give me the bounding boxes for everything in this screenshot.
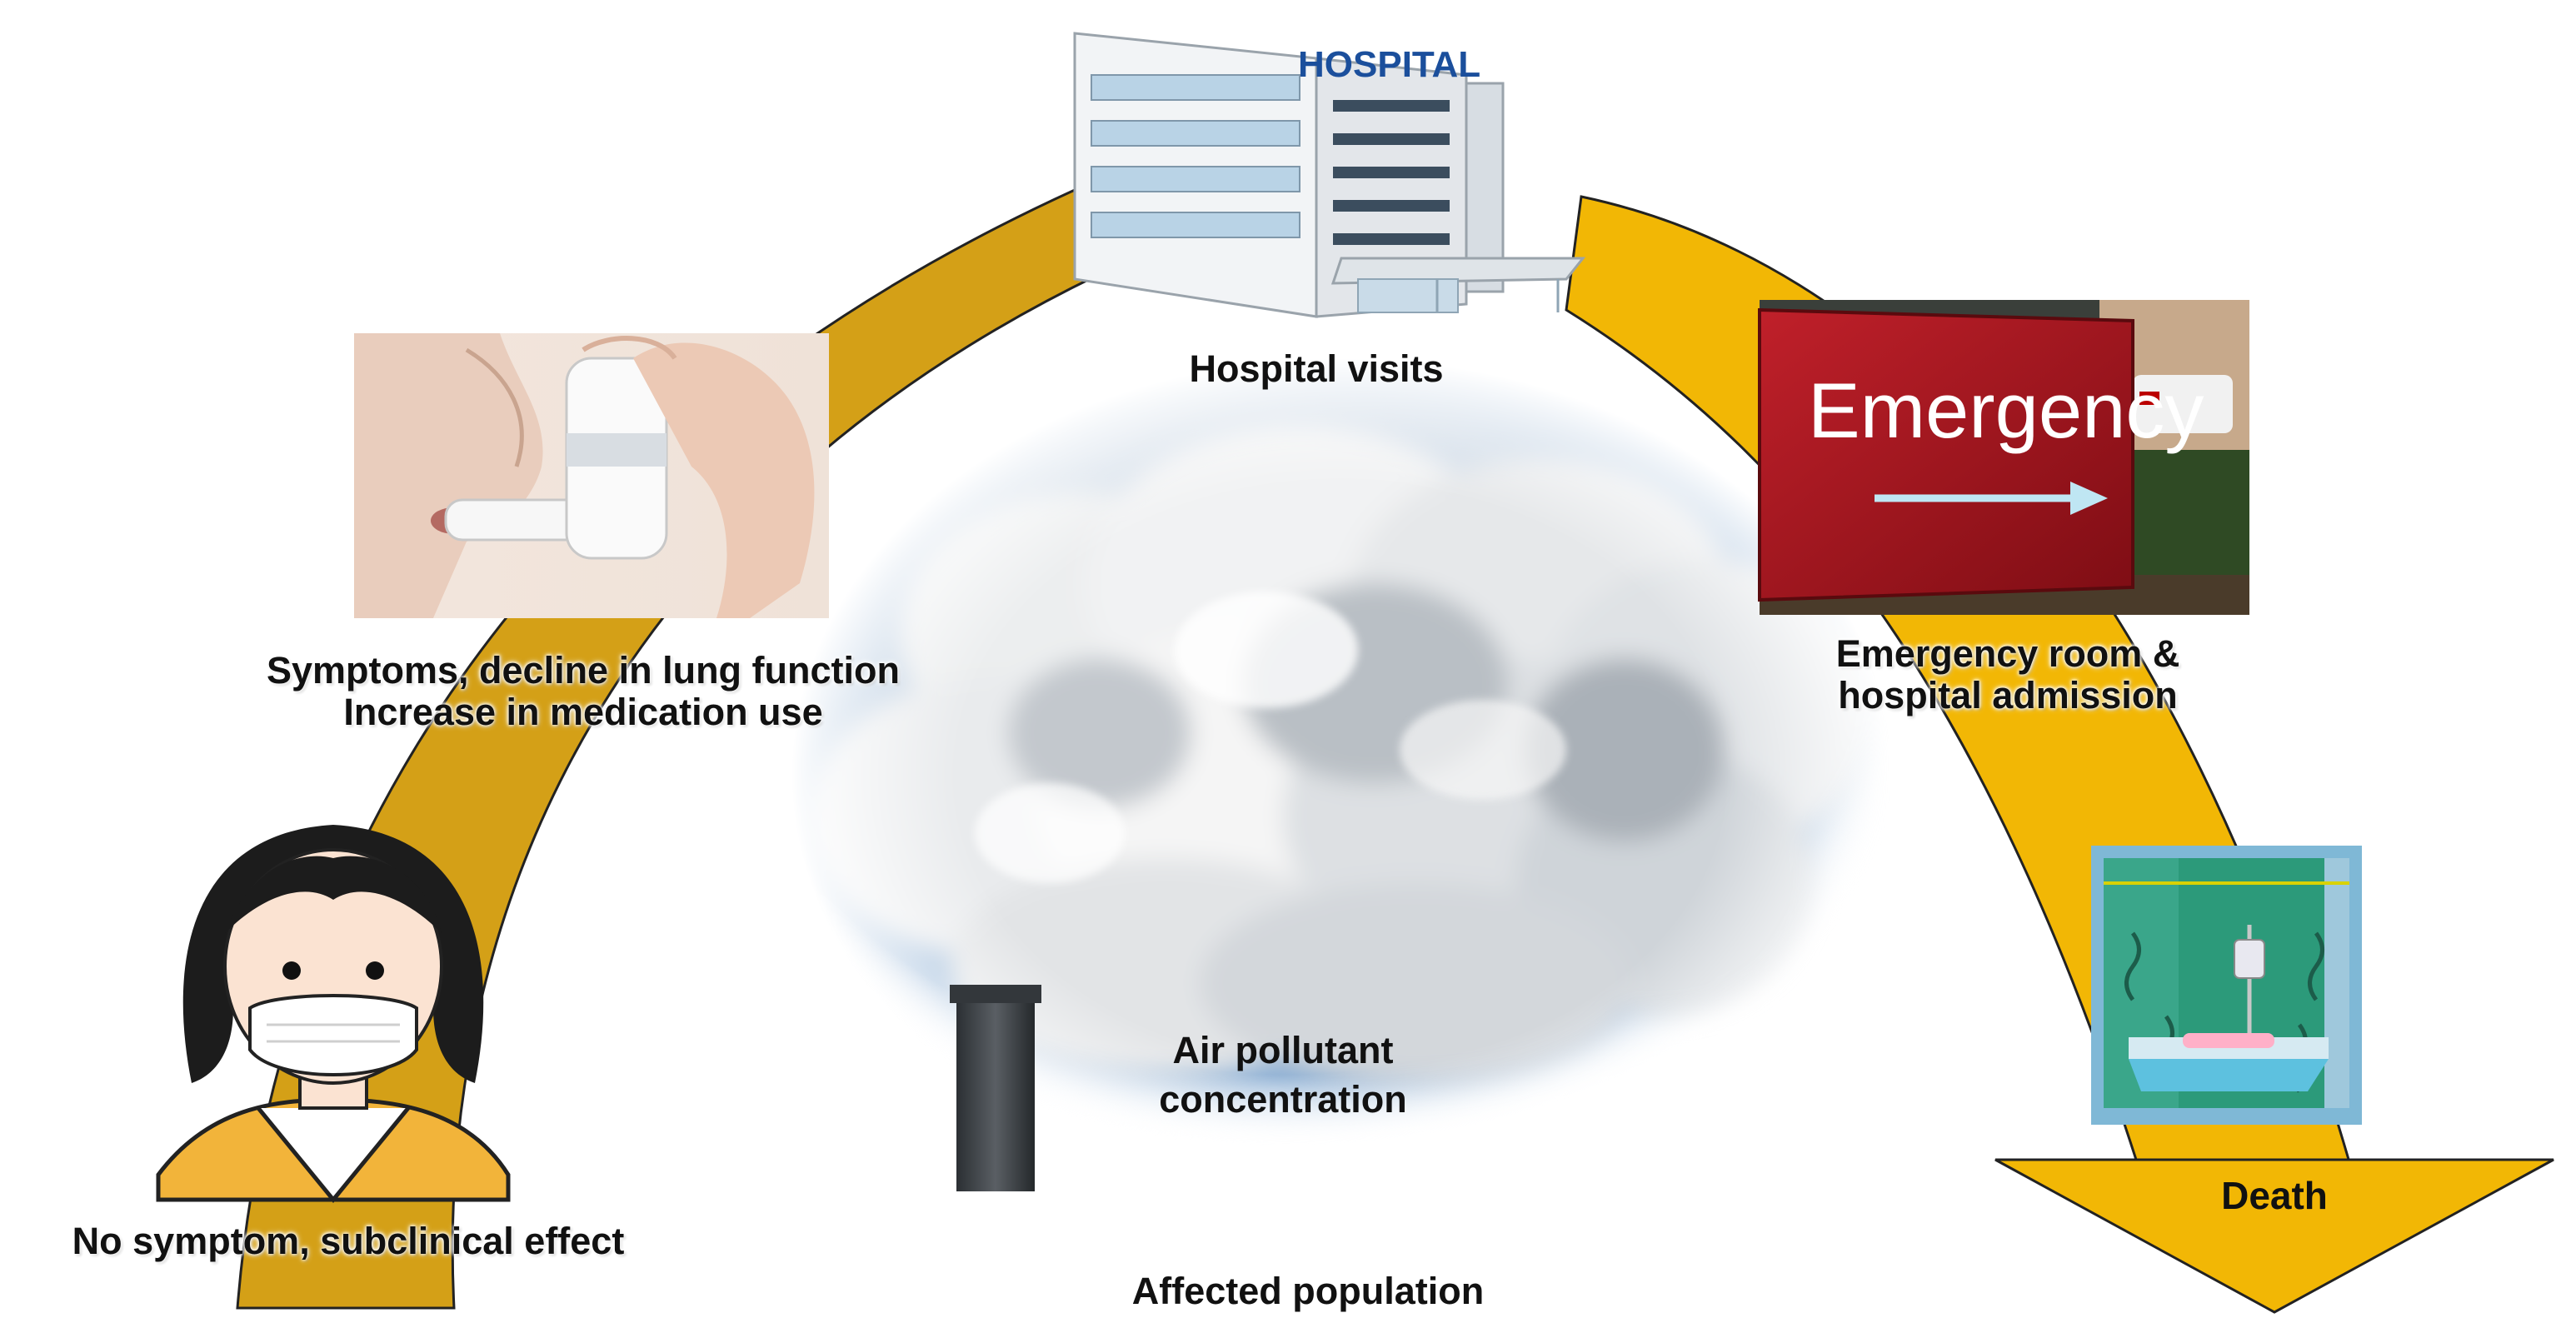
label-emergency-line1: Emergency room & [1835,632,2180,675]
label-hospital-visits: Hospital visits [1189,347,1444,390]
hospital-building-icon: HOSPITAL [1073,32,1586,318]
pollution-image [791,358,1891,1191]
smokestack-icon [950,985,1041,1191]
label-symptoms: Symptoms, decline in lung function Incre… [208,649,958,734]
masked-woman-icon [156,825,511,1203]
label-air-pollutant-line2: concentration [1159,1077,1407,1121]
label-air-pollutant: Air pollutant concentration [1116,1026,1450,1124]
emergency-image: Emergency [1758,300,2249,615]
emergency-sign: Emergency [1808,367,2204,454]
label-symptoms-line2: Increase in medication use [343,691,823,734]
label-symptoms-line1: Symptoms, decline in lung function [266,649,901,691]
hospital-sign: HOSPITAL [1298,44,1480,85]
label-emergency: Emergency room & hospital admission [1783,632,2233,717]
arrow-down-icon [1994,1158,2554,1314]
hospital-bed-icon [2091,846,2362,1125]
label-no-symptom: No symptom, subclinical effect [72,1220,625,1262]
inhaler-image [354,333,829,618]
label-affected-population: Affected population [1131,1270,1485,1312]
label-emergency-line2: hospital admission [1838,674,2178,717]
label-death: Death [2221,1174,2328,1217]
label-air-pollutant-line1: Air pollutant [1172,1029,1394,1071]
